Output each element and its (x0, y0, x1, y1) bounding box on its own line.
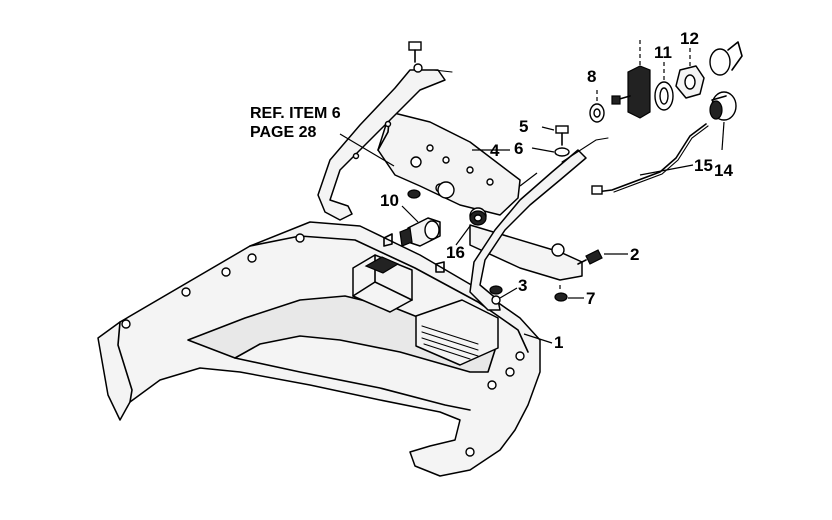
nut-part-3 (489, 285, 503, 295)
housing-panel-part-1 (97, 221, 541, 477)
mounting-bracket-part-4 (377, 111, 583, 281)
washer-part-8 (589, 103, 605, 123)
callout-15: 15 (694, 156, 713, 175)
bolt-top (408, 41, 422, 63)
callout-10: 10 (380, 191, 399, 210)
knob-part-14 (709, 91, 737, 121)
nut-part-7 (554, 285, 568, 302)
callout-5: 5 (519, 117, 528, 136)
callout-6: 6 (514, 139, 523, 158)
nut-left (407, 189, 421, 199)
callout-4: 4 (490, 141, 500, 160)
washer-part-6 (554, 147, 570, 157)
reference-note: REF. ITEM 6 PAGE 28 (250, 105, 341, 141)
bolt-part-5 (555, 125, 569, 146)
callout-12: 12 (680, 29, 699, 48)
callout-11: 11 (654, 43, 672, 62)
ring-part-11 (654, 81, 674, 111)
callout-16: 16 (446, 243, 465, 262)
grommet-part-16 (469, 210, 487, 226)
callout-2: 2 (630, 245, 639, 264)
left-support-arm (317, 63, 453, 221)
callout-1: 1 (554, 333, 563, 352)
key-part-13 (709, 41, 743, 76)
callout-7: 7 (586, 289, 595, 308)
switch-part-10 (399, 217, 441, 247)
screw-part-2 (577, 249, 603, 265)
callout-8: 8 (587, 67, 596, 86)
cable-part-15 (591, 123, 709, 195)
housing-holes (121, 233, 525, 457)
callout-3: 3 (518, 276, 527, 295)
vent-slots (421, 325, 479, 360)
right-support-arm (469, 137, 609, 311)
ref-item-label: REF. ITEM 6 (250, 105, 341, 122)
hex-nut-part-12 (675, 65, 705, 99)
leader-lines (339, 40, 725, 344)
callout-14: 14 (714, 161, 733, 180)
key-switch-part-9 (611, 65, 651, 119)
callout-labels: 1 2 3 4 5 6 7 8 10 11 12 14 15 16 (380, 29, 733, 352)
ref-page-label: PAGE 28 (250, 124, 317, 141)
